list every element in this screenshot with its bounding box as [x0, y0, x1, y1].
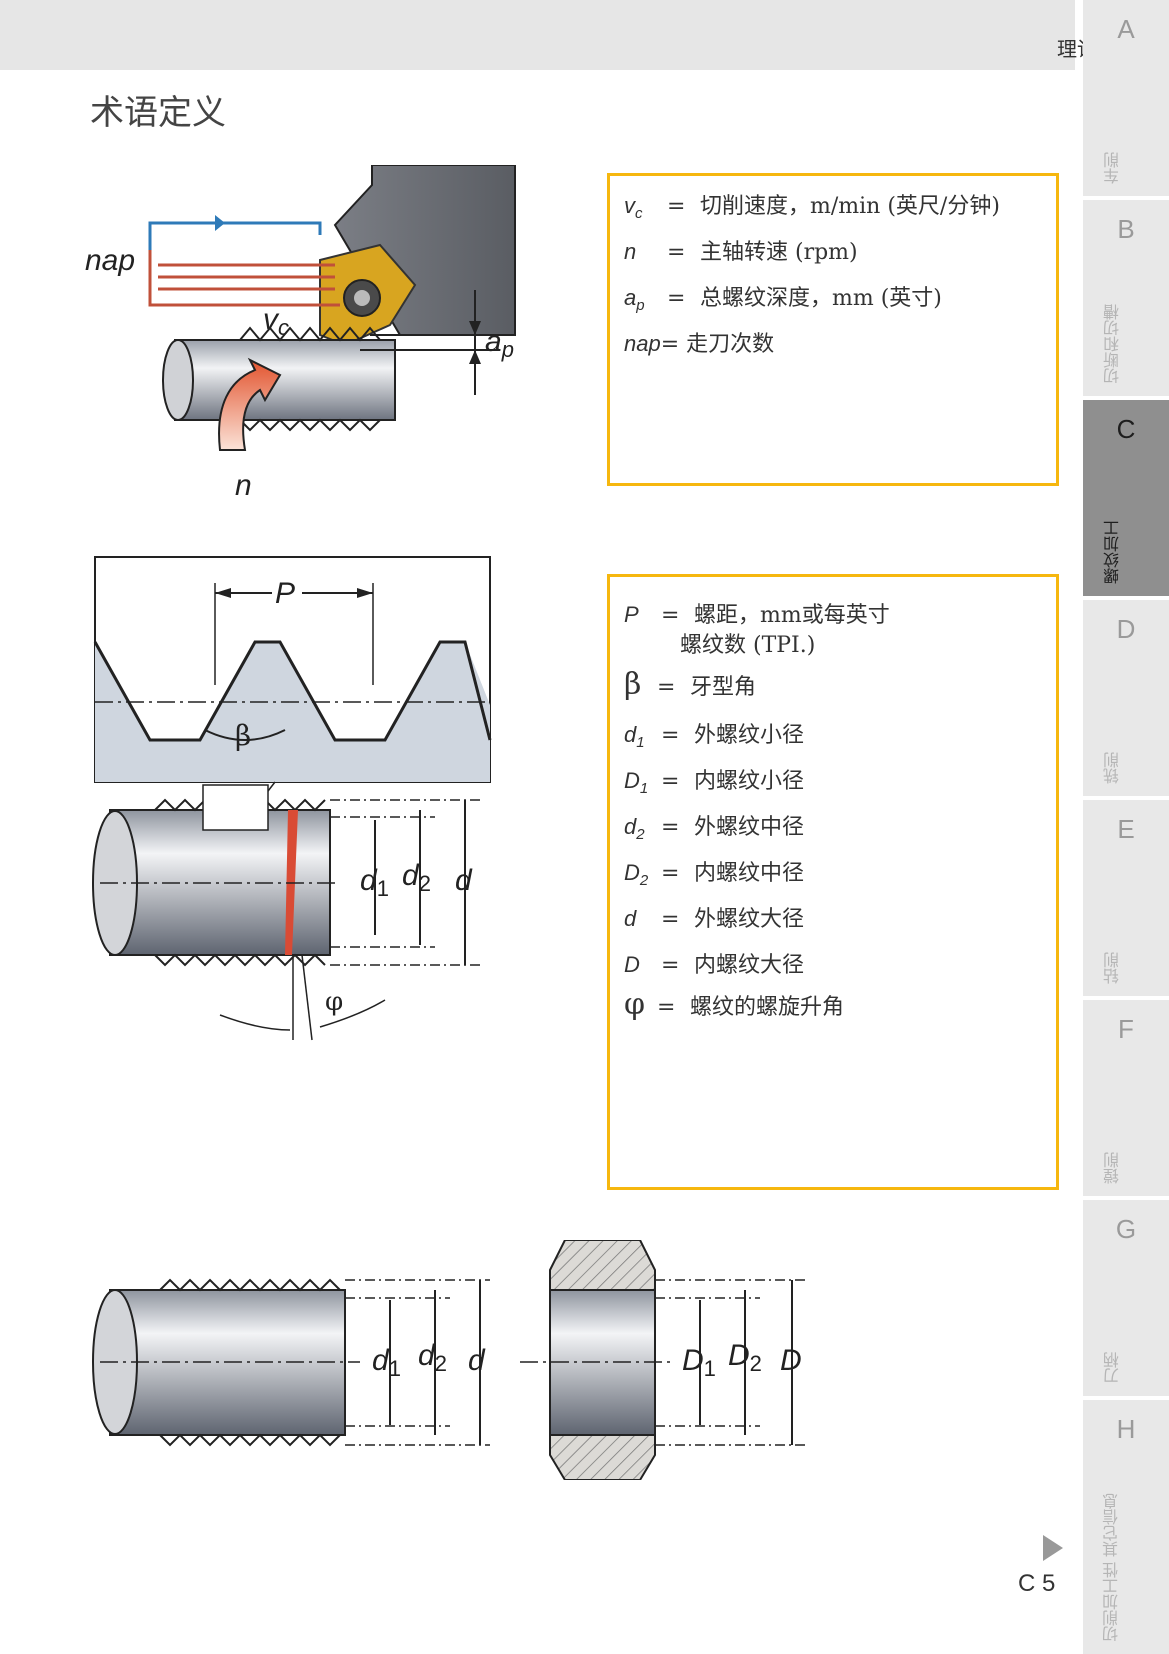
label-D1: D	[682, 1344, 704, 1377]
label-ap: a	[485, 325, 502, 358]
svg-text:d1: d1	[360, 864, 389, 901]
tab-letter: E	[1117, 814, 1135, 844]
tab-letter: D	[1116, 614, 1136, 644]
svg-text:D2: D2	[728, 1339, 762, 1376]
def-phi: φ = 螺纹的螺旋升角	[624, 987, 845, 1022]
page-title: 术语定义	[90, 93, 226, 133]
def-beta: β = 牙型角	[624, 667, 757, 702]
label-vc: v	[263, 303, 280, 336]
tab-label: 切削加工性 其它信息	[1102, 1492, 1121, 1642]
svg-text:d2: d2	[418, 1339, 447, 1376]
def-d2: d2 = 外螺纹中径	[624, 814, 805, 843]
workpiece	[174, 339, 396, 421]
label-d: d	[468, 1344, 486, 1377]
def-nap: nap= 走刀次数	[624, 331, 775, 357]
tab-label: 钻削	[1103, 952, 1122, 984]
tab-A[interactable]: A 车削	[1083, 0, 1169, 196]
tab-label: 刀柄	[1103, 1352, 1122, 1384]
rotation-arrow-icon	[218, 357, 282, 451]
definition-box-cutting: vc = 切削速度，m/min (英尺/分钟) n = 主轴转速 (rpm) a…	[607, 173, 1059, 486]
label-d1: d	[372, 1344, 390, 1377]
diameters-figure: d1 d2 d D1 D2 D	[92, 1240, 805, 1480]
def-vc: vc = 切削速度，m/min (英尺/分钟)	[624, 193, 1000, 222]
label-beta: β	[235, 719, 251, 752]
tab-letter: G	[1115, 1214, 1137, 1244]
def-P-line2: 螺纹数 (TPI.)	[680, 633, 816, 658]
tab-letter: C	[1116, 414, 1136, 444]
def-D2: D2 = 内螺纹中径	[624, 860, 805, 889]
tab-letter: B	[1117, 214, 1135, 244]
tab-label: 镗削	[1103, 1152, 1122, 1184]
tab-letter: H	[1116, 1414, 1136, 1444]
thread-profile-figure: P β d1 d2 d φ	[92, 556, 492, 1041]
header-bar	[0, 0, 1075, 70]
return-path	[148, 221, 322, 250]
def-D1: D1 = 内螺纹小径	[624, 768, 805, 797]
tab-B[interactable]: B 切断和切槽	[1083, 200, 1169, 396]
tab-label: 切断和切槽	[1103, 304, 1122, 384]
svg-text:d1: d1	[372, 1344, 401, 1381]
tab-label: 螺纹加工	[1103, 520, 1122, 584]
tab-label: 车削	[1103, 152, 1122, 184]
tab-label: 铣削	[1103, 752, 1122, 784]
chapter-tabs: A 车削 B 切断和切槽 C 螺纹加工 D 铣削 E 钻削 F 镗削 G 刀柄 …	[1083, 0, 1169, 1654]
tab-letter: A	[1117, 14, 1135, 44]
label-P: P	[275, 577, 295, 610]
svg-text:d2: d2	[402, 859, 431, 896]
pass-lines	[148, 250, 340, 307]
tab-E[interactable]: E 钻削	[1083, 800, 1169, 996]
def-d: d = 外螺纹大径	[624, 906, 805, 932]
def-n: n = 主轴转速 (rpm)	[624, 239, 858, 265]
label-n: n	[235, 469, 252, 502]
label-d2: d	[418, 1339, 436, 1372]
svg-text:ap: ap	[485, 325, 514, 362]
label-nap: nap	[85, 244, 135, 277]
thread-turning-figure: nap vc ap n	[85, 165, 516, 502]
next-page-arrow-icon[interactable]	[1043, 1535, 1063, 1561]
label-D: D	[780, 1344, 802, 1377]
tab-letter: F	[1118, 1014, 1134, 1044]
label-d2: d	[402, 859, 420, 892]
label-phi: φ	[325, 987, 343, 1017]
tab-C[interactable]: C 螺纹加工	[1083, 400, 1169, 596]
svg-text:vc: vc	[263, 303, 289, 340]
label-D2: D	[728, 1339, 750, 1372]
tab-G[interactable]: G 刀柄	[1083, 1200, 1169, 1396]
def-D: D = 内螺纹大径	[624, 952, 805, 978]
tab-F[interactable]: F 镗削	[1083, 1000, 1169, 1196]
page-number: C 5	[1018, 1570, 1056, 1597]
def-ap: ap = 总螺纹深度，mm (英寸)	[624, 285, 942, 314]
tab-D[interactable]: D 铣削	[1083, 600, 1169, 796]
label-d: d	[455, 864, 473, 897]
tab-H[interactable]: H 切削加工性 其它信息	[1083, 1400, 1169, 1654]
definition-box-thread: P = 螺距，mm或每英寸 螺纹数 (TPI.) β = 牙型角 d1 = 外螺…	[607, 574, 1059, 1190]
thread-profile	[95, 642, 490, 782]
label-d1: d	[360, 864, 378, 897]
def-P: P = 螺距，mm或每英寸	[624, 602, 890, 628]
svg-text:D1: D1	[682, 1344, 716, 1381]
def-d1: d1 = 外螺纹小径	[624, 722, 805, 751]
